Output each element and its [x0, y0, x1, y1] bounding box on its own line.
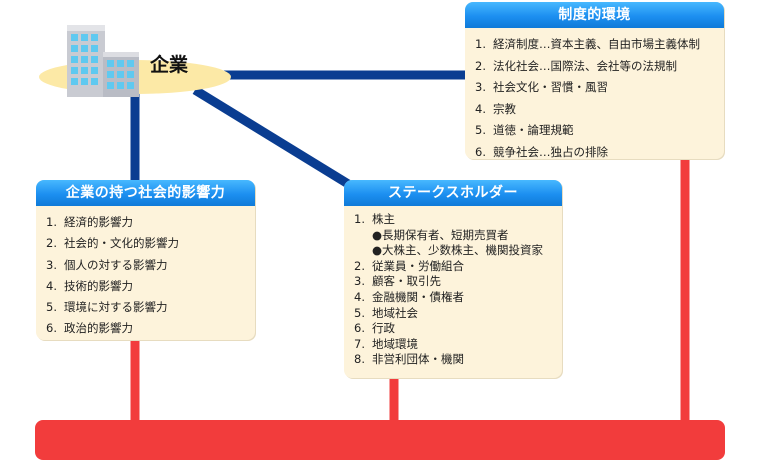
list-item: 6.政治的影響力	[46, 321, 133, 336]
social-influence-list: 1.経済的影響力 2.社会的・文化的影響力 3.個人の対する影響力 4.技術的影…	[36, 206, 255, 340]
society-base-bar	[35, 420, 725, 460]
list-item: 3.顧客・取引先	[354, 274, 441, 289]
list-item: 5.環境に対する影響力	[46, 300, 168, 315]
stakeholder-subitem: ●長期保有者、短期売買者	[372, 227, 509, 242]
list-item: 6.行政	[354, 321, 395, 336]
stakeholders-list: 1.株主 ●長期保有者、短期売買者 ●大株主、少数株主、機関投資家 2.従業員・…	[344, 206, 562, 368]
list-item: 3.個人の対する影響力	[46, 257, 168, 272]
list-item: 3.社会文化・習慣・風習	[475, 80, 608, 94]
system-environment-box: 制度的環境 1.経済制度…資本主義、自由市場主義体制 2.法化社会…国際法、会社…	[465, 2, 724, 159]
list-item: 7.地域環境	[354, 336, 418, 351]
company-label: 企業	[150, 54, 189, 76]
list-item: 2.社会的・文化的影響力	[46, 236, 179, 251]
system-environment-title: 制度的環境	[465, 2, 724, 28]
list-item: 4.金融機関・債権者	[354, 289, 464, 304]
stakeholders-box: ステークスホルダー 1.株主 ●長期保有者、短期売買者 ●大株主、少数株主、機関…	[344, 180, 562, 378]
office-building-icon	[67, 25, 139, 97]
list-item: 1.経済制度…資本主義、自由市場主義体制	[475, 37, 700, 51]
list-item: 2.法化社会…国際法、会社等の法規制	[475, 58, 677, 73]
list-item: 4.宗教	[475, 101, 516, 116]
social-influence-title: 企業の持つ社会的影響力	[36, 180, 255, 206]
social-influence-box: 企業の持つ社会的影響力 1.経済的影響力 2.社会的・文化的影響力 3.個人の対…	[36, 180, 255, 340]
list-item: 5.地域社会	[354, 305, 418, 320]
system-environment-list: 1.経済制度…資本主義、自由市場主義体制 2.法化社会…国際法、会社等の法規制 …	[465, 28, 724, 159]
list-item: 2.従業員・労働組合	[354, 258, 464, 273]
list-item: 1.株主	[354, 212, 395, 226]
list-item: 6.競争社会…独占の排除	[475, 144, 608, 159]
stakeholders-title: ステークスホルダー	[344, 180, 562, 206]
list-item: 4.技術的影響力	[46, 278, 133, 293]
company-to-stake-line	[192, 86, 361, 194]
list-item: 5.道徳・論理規範	[475, 123, 574, 137]
stakeholder-subitem: ●大株主、少数株主、機関投資家	[372, 243, 544, 258]
list-item: 1.経済的影響力	[46, 215, 133, 229]
list-item: 8.非営利団体・機関	[354, 352, 464, 367]
